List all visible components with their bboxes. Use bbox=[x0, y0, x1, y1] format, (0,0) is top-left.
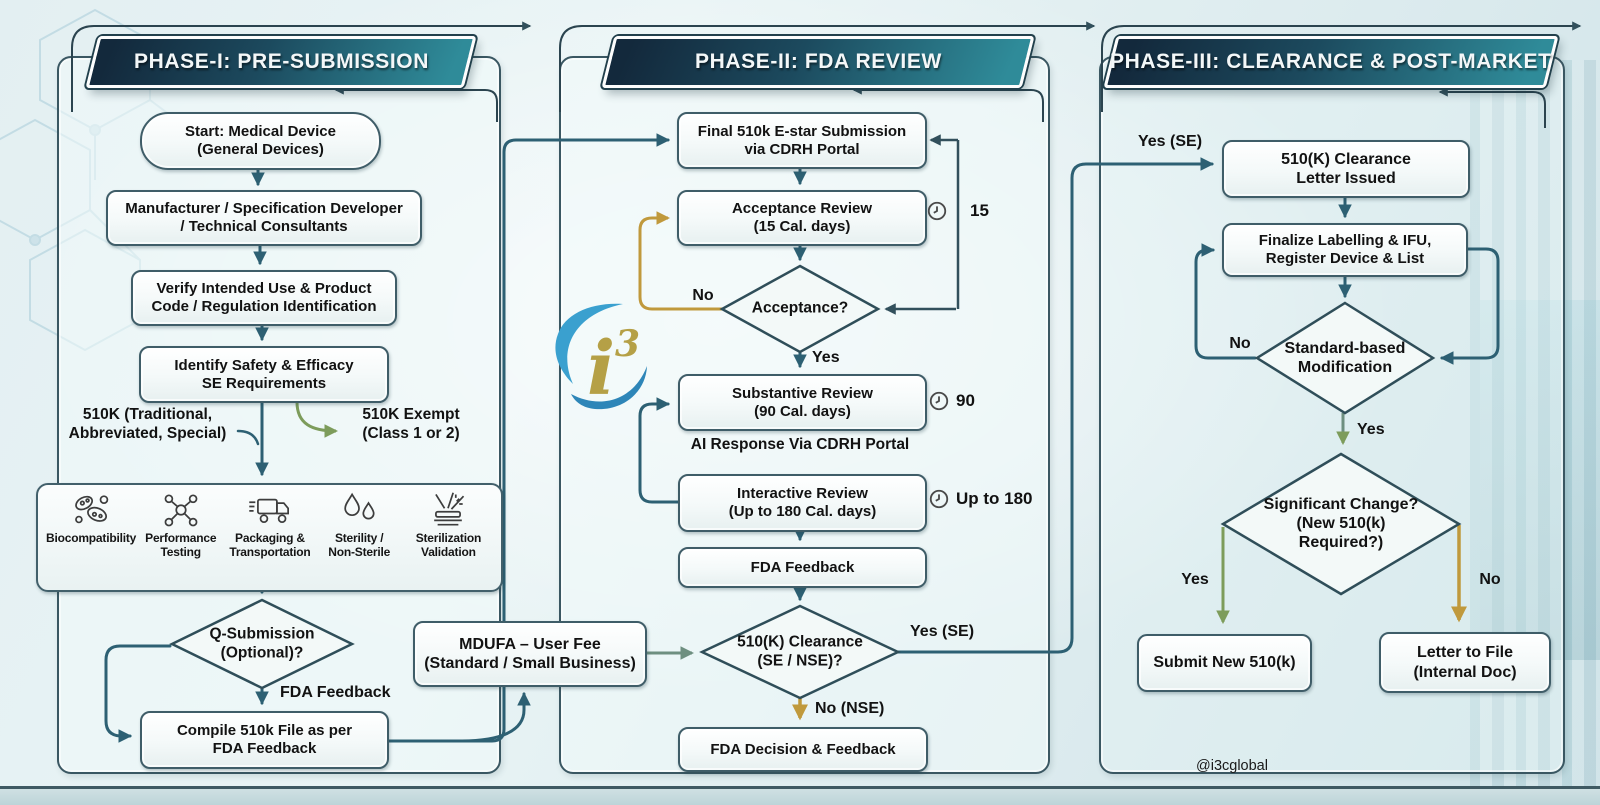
arrow-compile-to-final-submission bbox=[383, 133, 671, 743]
biocompatibility-icon bbox=[75, 495, 109, 524]
branch-510k-traditional-label: 510K (Traditional, Abbreviated, Special) bbox=[68, 406, 227, 442]
clearance-letter-box: 510(K) Clearance Letter Issued bbox=[1222, 140, 1470, 198]
acceptance-no-label: No bbox=[692, 287, 714, 304]
clock-icon bbox=[929, 391, 949, 411]
manufacturer-box: Manufacturer / Specification Developer /… bbox=[106, 190, 422, 246]
sterility-item: Sterility / Non-Sterile bbox=[315, 491, 404, 586]
bottom-floor-line bbox=[0, 786, 1600, 805]
clearance-no-nse-label: No (NSE) bbox=[815, 700, 885, 717]
acceptance-diamond-label: Acceptance? bbox=[751, 299, 849, 317]
packaging-transportation-label: Packaging & Transportation bbox=[229, 531, 311, 559]
finalize-labelling-box: Finalize Labelling & IFU, Register Devic… bbox=[1222, 223, 1468, 277]
biocompatibility-item: Biocompatibility bbox=[46, 491, 136, 586]
final-submission-box: Final 510k E-star Submission via CDRH Po… bbox=[677, 112, 927, 169]
substantive-days-badge: 90 bbox=[928, 390, 975, 412]
start-box: Start: Medical Device (General Devices) bbox=[140, 112, 381, 170]
fda-feedback-inline-label: FDA Feedback bbox=[280, 684, 391, 701]
significant-yes-label: Yes bbox=[1181, 571, 1209, 588]
brace-branch-left bbox=[236, 429, 260, 446]
clock-icon bbox=[927, 201, 947, 221]
substantive-days-value: 90 bbox=[956, 391, 975, 410]
fda-decision-box: FDA Decision & Feedback bbox=[678, 727, 928, 772]
performance-testing-item: Performance Testing bbox=[136, 491, 225, 586]
standard-modification-diamond bbox=[1254, 301, 1436, 415]
phase2-title: PHASE-II: FDA REVIEW bbox=[694, 50, 942, 73]
biocompatibility-label: Biocompatibility bbox=[46, 531, 137, 545]
phase3-yes-se-label: Yes (SE) bbox=[1137, 133, 1203, 150]
identify-box: Identify Safety & Efficacy SE Requiremen… bbox=[139, 346, 389, 403]
submit-new-510k-box: Submit New 510(k) bbox=[1137, 634, 1312, 692]
sterilization-validation-label: Sterilization Validation bbox=[415, 531, 482, 559]
fda-feedback-box: FDA Feedback bbox=[678, 547, 927, 588]
significant-change-diamond bbox=[1220, 452, 1462, 596]
ai-response-label: AI Response Via CDRH Portal bbox=[690, 436, 910, 453]
performance-testing-label: Performance Testing bbox=[145, 531, 217, 559]
substantive-review-box: Substantive Review (90 Cal. days) bbox=[678, 374, 927, 431]
interactive-days-value: Up to 180 bbox=[956, 489, 1033, 508]
sterility-icon bbox=[344, 492, 375, 520]
performance-testing-icon bbox=[164, 494, 198, 527]
phase1-title: PHASE-I: PRE-SUBMISSION bbox=[133, 50, 429, 73]
significant-change-label: Significant Change? (New 510(k) Required… bbox=[1263, 496, 1419, 552]
clearance-yes-se-label: Yes (SE) bbox=[910, 623, 975, 640]
interactive-review-box: Interactive Review (Up to 180 Cal. days) bbox=[678, 474, 927, 532]
standard-modification-label: Standard-based Modification bbox=[1284, 339, 1406, 376]
mdufa-user-fee-box: MDUFA – User Fee (Standard / Small Busin… bbox=[413, 621, 647, 687]
significant-no-label: No bbox=[1479, 571, 1501, 588]
phase2-header-swoosh-top bbox=[559, 21, 1096, 112]
clock-icon bbox=[929, 489, 949, 509]
testing-requirements-box: Biocompatibility Performance Testing Pac… bbox=[36, 483, 503, 592]
sterilization-validation-icon bbox=[434, 492, 465, 526]
acceptance-review-box: Acceptance Review (15 Cal. days) bbox=[677, 190, 927, 246]
compile-510k-box: Compile 510k File as per FDA Feedback bbox=[140, 711, 389, 769]
phase2-header-swoosh-bottom bbox=[852, 85, 1044, 122]
watermark-handle: @i3cglobal bbox=[1196, 758, 1268, 774]
arrow-branch-to-mdufa bbox=[460, 691, 531, 743]
arrow-acceptance-no-loop bbox=[638, 211, 722, 311]
phase1-header-swoosh-bottom bbox=[334, 85, 498, 122]
letter-to-file-box: Letter to File (Internal Doc) bbox=[1379, 632, 1551, 693]
arrow-interactive-loop-to-substantive bbox=[638, 397, 680, 504]
packaging-transportation-icon bbox=[249, 498, 289, 523]
phase3-title: PHASE-III: CLEARANCE & POST-MARKET bbox=[1110, 50, 1552, 73]
phase3-header-swoosh-top bbox=[1101, 21, 1582, 112]
arrow-qsub-loop-to-compile bbox=[104, 644, 172, 743]
sterilization-validation-item: Sterilization Validation bbox=[404, 491, 493, 586]
phase2-header: PHASE-II: FDA REVIEW bbox=[601, 36, 1035, 88]
clearance-diamond bbox=[699, 604, 901, 700]
clearance-diamond-label: 510(K) Clearance (SE / NSE)? bbox=[737, 633, 863, 669]
qsubmission-diamond bbox=[169, 598, 355, 690]
acceptance-days-value: 15 bbox=[970, 201, 989, 220]
phase1-header: PHASE-I: PRE-SUBMISSION bbox=[85, 36, 477, 88]
packaging-transportation-item: Packaging & Transportation bbox=[225, 491, 314, 586]
acceptance-days-badge: 15 bbox=[926, 200, 989, 222]
acceptance-yes-label: Yes bbox=[812, 349, 840, 366]
arrow-identify-to-510k-exempt bbox=[295, 401, 339, 438]
acceptance-diamond bbox=[719, 264, 881, 354]
arrow-finalize-right-loop bbox=[1439, 247, 1500, 365]
qsubmission-diamond-label: Q-Submission (Optional)? bbox=[209, 625, 315, 661]
phase3-header-swoosh-bottom bbox=[1438, 87, 1546, 128]
phase3-header: PHASE-III: CLEARANCE & POST-MARKET bbox=[1103, 36, 1559, 88]
standard-no-label: No bbox=[1229, 335, 1251, 352]
sterility-label: Sterility / Non-Sterile bbox=[328, 531, 391, 559]
interactive-days-badge: Up to 180 bbox=[928, 488, 1033, 510]
standard-yes-label: Yes bbox=[1357, 421, 1385, 438]
arrow-standard-no-loop bbox=[1194, 243, 1257, 360]
branch-510k-exempt-label: 510K Exempt (Class 1 or 2) bbox=[362, 406, 460, 442]
verify-box: Verify Intended Use & Product Code / Reg… bbox=[131, 270, 397, 326]
arrow-clearance-yes-se-to-phase3 bbox=[896, 157, 1215, 654]
